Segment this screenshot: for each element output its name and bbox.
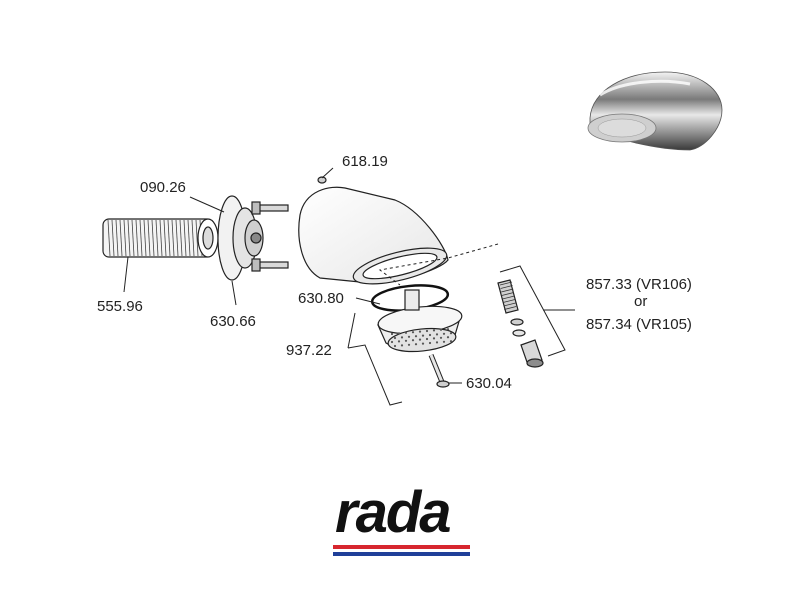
label-857-34: 857.34 (VR105) <box>586 316 692 333</box>
rada-logo: rada <box>333 480 470 556</box>
label-630-04: 630.04 <box>466 375 512 392</box>
brand-wordmark: rada <box>335 480 450 545</box>
label-630-80: 630.80 <box>298 290 344 307</box>
brand-stripe-red <box>333 545 470 549</box>
centre-screw-part <box>428 354 450 388</box>
label-857-33: 857.33 (VR106) <box>586 276 692 293</box>
label-555-96: 555.96 <box>97 298 143 315</box>
flow-regulator-part <box>497 279 544 368</box>
leader-lines <box>123 167 575 406</box>
backplate-flange-part <box>217 195 264 281</box>
fixing-screw-lower <box>251 258 289 272</box>
label-630-66: 630.66 <box>210 313 256 330</box>
grub-screw-part <box>317 176 327 184</box>
label-937-22: 937.22 <box>286 342 332 359</box>
spray-plate-holes <box>390 328 453 348</box>
regulator-mesh <box>499 281 517 310</box>
spray-plate-part <box>377 289 463 353</box>
label-090-26: 090.26 <box>140 179 186 196</box>
label-618-19: 618.19 <box>342 153 388 170</box>
shower-head-body-part <box>298 186 449 285</box>
threaded-tube-part <box>102 218 219 258</box>
shower-head-photo <box>587 71 723 151</box>
fixing-screw-upper <box>251 201 289 215</box>
tube-threads <box>107 219 203 257</box>
brand-stripe-blue <box>333 552 470 556</box>
label-or: or <box>634 293 647 310</box>
